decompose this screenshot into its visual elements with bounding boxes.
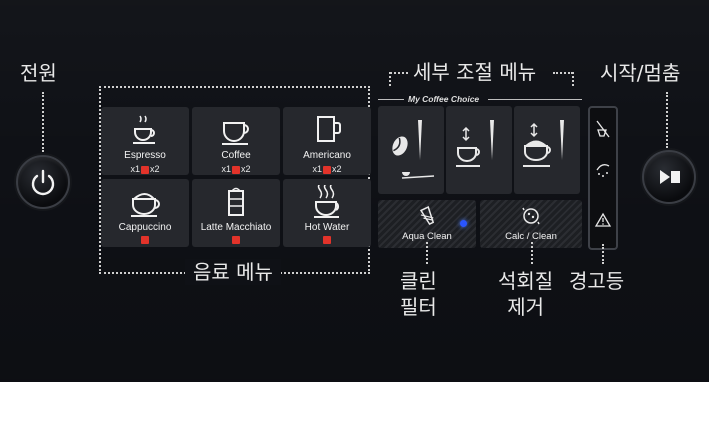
coffee-bean-strength-icon [392, 120, 435, 179]
cappuccino-button[interactable]: Cappuccino [101, 179, 189, 247]
warning-lights-bar [588, 106, 618, 250]
hot-water-cup-icon [283, 185, 371, 219]
warning-light-callout: 경고등 [569, 269, 625, 293]
cappuccino-cup-icon [101, 185, 189, 219]
status-led [141, 236, 149, 244]
my-coffee-choice-label: My Coffee Choice [408, 94, 480, 104]
espresso-cup-icon [101, 113, 189, 147]
coffee-cup-icon [192, 113, 280, 147]
no-coffee-icon [596, 120, 610, 138]
detail-menu-callout: 세부 조절 메뉴 [413, 60, 537, 84]
drink-label: Coffee [221, 150, 251, 161]
aqua-clean-led [460, 220, 467, 227]
power-callout: 전원 [20, 61, 57, 85]
cup-volume-icon [456, 120, 494, 167]
drink-menu-callout: 음료 메뉴 [185, 259, 281, 285]
strength-adjust-button[interactable] [378, 106, 444, 194]
aqua-clean-button[interactable]: Aqua Clean [378, 200, 476, 248]
descale-callout: 석회질 제거 [498, 269, 554, 319]
drink-label: Latte Macchiato [200, 222, 272, 233]
alert-triangle-icon [594, 212, 612, 227]
coffee-grounds-icon [596, 164, 610, 177]
drink-label: Hot Water [304, 222, 350, 233]
calc-clean-button[interactable]: Calc / Clean [480, 200, 582, 248]
drink-label: Cappuccino [118, 222, 172, 233]
aqua-clean-label: Aqua Clean [402, 231, 452, 242]
start-stop-button[interactable] [642, 150, 696, 204]
americano-mug-icon [283, 113, 371, 147]
volume-adjust-button[interactable] [446, 106, 512, 194]
clean-filter-callout: 클린 필터 [400, 269, 437, 319]
start-stop-callout: 시작/멈춤 [600, 61, 681, 85]
latte-macchiato-button[interactable]: Latte Macchiato [192, 179, 280, 247]
strength-led [323, 165, 331, 174]
milk-foam-icon [523, 120, 564, 167]
drink-label: Americano [303, 150, 351, 161]
power-icon [31, 169, 55, 196]
play-pause-icon [660, 170, 680, 184]
latte-glass-icon [192, 185, 280, 219]
hot-water-button[interactable]: Hot Water [283, 179, 371, 247]
drink-label: Espresso [124, 150, 166, 161]
aqua-clean-filter-icon [419, 206, 435, 226]
power-button[interactable] [16, 155, 70, 209]
status-led [232, 236, 240, 244]
strength-led [232, 165, 240, 174]
status-led [323, 236, 331, 244]
milk-adjust-button[interactable] [514, 106, 580, 194]
power-callout-line [42, 92, 44, 152]
warning-lights [594, 120, 612, 227]
calc-clean-label: Calc / Clean [505, 231, 557, 242]
strength-led [141, 165, 149, 174]
calc-clean-icon [522, 207, 540, 225]
